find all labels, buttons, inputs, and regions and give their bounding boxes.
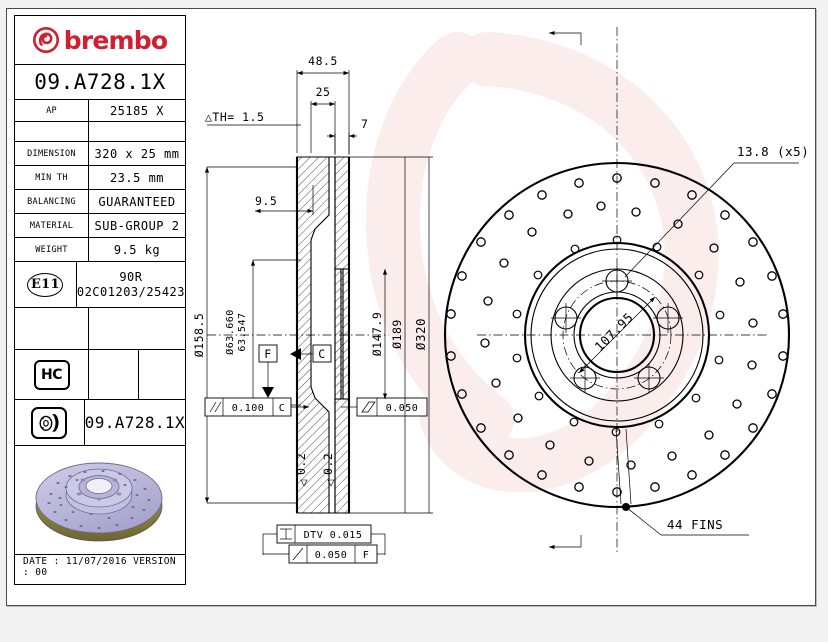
row-value: 25185 X <box>109 103 165 118</box>
section-view: 48.5 25 7 △TH= 1.5 <box>192 54 433 564</box>
tolerance-parallelism: 0.100 C <box>204 397 309 417</box>
product-photo <box>15 446 185 555</box>
table-row-blank <box>15 122 185 142</box>
disc-photo-image <box>35 462 163 542</box>
dim-hub-offset: 9.5 <box>255 185 314 215</box>
dim-value: Ø63.660 <box>224 309 236 355</box>
table-row-weight: WEIGHT 9.5 kg <box>15 238 185 262</box>
dim-value: 48.5 <box>308 54 338 68</box>
row-value: GUARANTEED <box>98 194 176 209</box>
dim-value: △TH= 1.5 <box>205 110 264 124</box>
row-value: 23.5 mm <box>109 170 165 185</box>
brand-logo-row: brembo <box>15 16 185 65</box>
row-label: AP <box>15 100 89 121</box>
row-label <box>15 122 89 141</box>
table-row-material: MATERIAL SUB-GROUP 2 <box>15 214 185 238</box>
callout-fins: 44 FINS <box>615 428 749 536</box>
hc-badge-cell: HC <box>15 350 89 399</box>
svg-text:0.2: 0.2 <box>321 453 335 475</box>
datum-c: C <box>290 344 332 363</box>
table-row-part-icon: 09.A728.1X <box>15 400 185 446</box>
section-arrows <box>549 30 582 550</box>
dim-value: 7 <box>361 117 368 131</box>
dim-delta-th: △TH= 1.5 <box>205 110 301 126</box>
homologation-value: 90R 02C01203/25423 <box>77 262 185 307</box>
tol-value: 0.100 <box>232 403 265 414</box>
dim-outer-hat-dia: Ø158.5 <box>192 166 297 504</box>
dim-flange-thickness: 7 <box>327 117 368 155</box>
brake-disc-icon <box>31 406 68 439</box>
row-label <box>15 308 89 349</box>
dim-value: Ø147.9 <box>370 312 384 357</box>
table-row-dimension: DIMENSION 320 x 25 mm <box>15 142 185 166</box>
datum-letter: C <box>318 347 325 361</box>
dim-hat-width: 25 <box>310 85 336 153</box>
row-label: WEIGHT <box>15 238 89 261</box>
tolerance-flatness: 0.050 <box>341 397 428 417</box>
dim-disc-dia: Ø320 <box>349 156 433 514</box>
svg-text:0.2: 0.2 <box>294 453 308 475</box>
drawing-sheet: brembo 09.A728.1X AP 25185 X DIMENSION 3… <box>6 8 816 606</box>
row-label: DIMENSION <box>15 142 89 165</box>
e11-badge: E11 <box>27 272 64 297</box>
tol-value: 0.050 <box>315 550 348 561</box>
callout-bolt-hole: 13.8 (x5) <box>624 144 809 278</box>
dim-value: Ø158.5 <box>192 313 206 358</box>
homologation-line2: 02C01203/25423 <box>76 284 185 299</box>
row-value <box>89 122 185 141</box>
hc-blank-cell-2 <box>139 350 185 399</box>
dim-overall-width: 48.5 <box>296 54 350 153</box>
row-label: MATERIAL <box>15 214 89 237</box>
table-row-hc: HC <box>15 350 185 400</box>
tol-datum: F <box>363 550 370 561</box>
row-value: 9.5 kg <box>113 242 161 257</box>
table-row-homologation: E11 90R 02C01203/25423 <box>15 262 185 308</box>
table-row-min-th: MIN TH 23.5 mm <box>15 166 185 190</box>
dim-value: 25 <box>316 85 331 99</box>
dim-vent-dia: Ø189 <box>390 157 406 513</box>
dim-value: 9.5 <box>255 194 277 208</box>
title-block: brembo 09.A728.1X AP 25185 X DIMENSION 3… <box>14 15 186 585</box>
datum-letter: F <box>264 347 271 361</box>
dim-value: 63.547 <box>237 312 248 351</box>
drawing-area: 48.5 25 7 △TH= 1.5 <box>189 15 809 599</box>
hc-badge: HC <box>33 359 70 390</box>
tolerance-runout: 0.050 F <box>263 544 385 564</box>
face-view: 13.8 (x5) 107.95 44 FINS <box>443 27 809 555</box>
part-number-repeat: 09.A728.1X <box>84 413 185 432</box>
brembo-logo-icon <box>32 27 59 53</box>
tol-datum: C <box>279 403 286 414</box>
brand-name: brembo <box>63 25 168 55</box>
row-label: BALANCING <box>15 190 89 213</box>
row-value: 320 x 25 mm <box>94 146 180 161</box>
callout-value: 13.8 (x5) <box>737 144 809 159</box>
tol-value: 0.050 <box>386 403 419 414</box>
row-label: MIN TH <box>15 166 89 189</box>
dim-value: Ø320 <box>413 318 428 350</box>
part-number: 09.A728.1X <box>15 65 185 100</box>
hc-blank-cell-1 <box>89 350 139 399</box>
tolerance-dtv: DTV 0.015 <box>262 524 386 555</box>
table-row-blank-2 <box>15 308 185 350</box>
e11-badge-cell: E11 <box>15 262 77 307</box>
dim-bore-dia: Ø63.660 63.547 <box>224 259 301 406</box>
table-row-ap: AP 25185 X <box>15 100 185 122</box>
row-value: SUB-GROUP 2 <box>94 218 180 233</box>
callout-value: 107.95 <box>591 309 636 354</box>
row-value <box>89 308 185 349</box>
dim-inner-friction-dia: Ø147.9 <box>370 269 388 399</box>
section-small-datum-flags: 0.2 0.2 <box>294 453 335 487</box>
footer-date: DATE : 11/07/2016 VERSION : 00 <box>23 556 176 578</box>
tol-value: DTV 0.015 <box>304 530 363 541</box>
homologation-line1: 90R <box>119 269 143 284</box>
table-row-balancing: BALANCING GUARANTEED <box>15 190 185 214</box>
callout-value: 44 FINS <box>667 517 723 532</box>
datum-f: F <box>258 344 278 398</box>
dim-value: Ø189 <box>390 319 404 349</box>
disc-icon-cell <box>15 400 85 445</box>
